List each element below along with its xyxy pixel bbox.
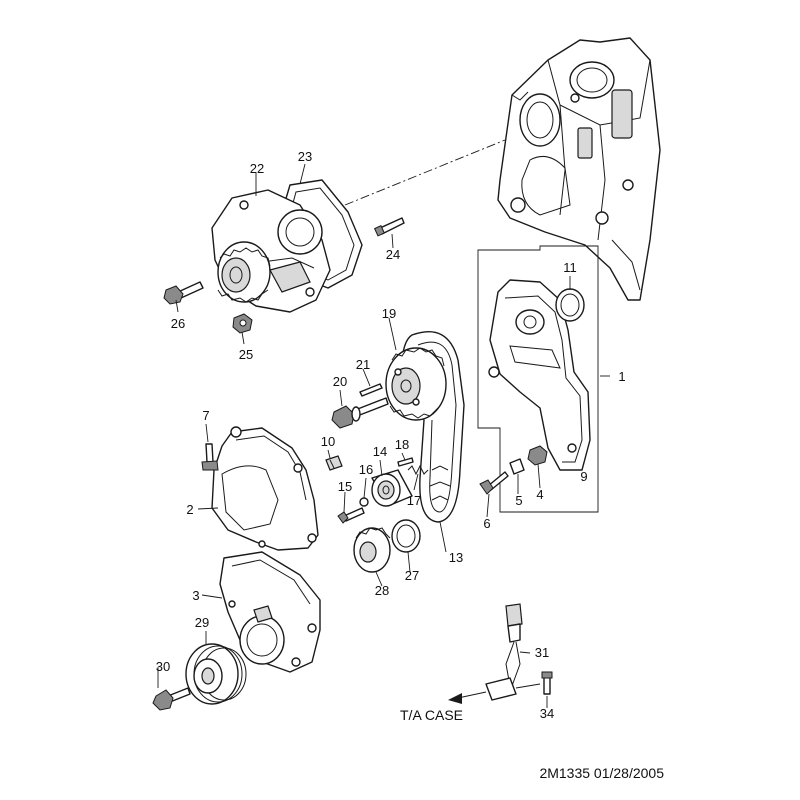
washer-16	[359, 497, 369, 507]
callout-21: 21	[356, 357, 370, 372]
callout-27: 27	[405, 568, 419, 583]
callout-24: 24	[386, 247, 400, 262]
crank-pulley-29	[185, 643, 247, 705]
oil-seal-11	[555, 288, 585, 322]
callout-26: 26	[171, 316, 185, 331]
callout-25: 25	[239, 347, 253, 362]
callout-2: 2	[186, 502, 193, 517]
drawing-footer: 2M1335 01/28/2005	[539, 765, 664, 781]
callout-13: 13	[449, 550, 463, 565]
crank-sprocket-28	[353, 527, 391, 573]
clip-10	[325, 455, 343, 471]
callout-17: 17	[407, 493, 421, 508]
callout-18: 18	[395, 437, 409, 452]
callout-15: 15	[338, 479, 352, 494]
callout-20: 20	[333, 374, 347, 389]
callout-14: 14	[373, 444, 387, 459]
callout-34: 34	[540, 706, 554, 721]
callout-23: 23	[298, 149, 312, 164]
callout-22: 22	[250, 161, 264, 176]
bolt-7	[201, 443, 219, 471]
ta-case-arrow	[448, 691, 487, 704]
callout-10: 10	[321, 434, 335, 449]
callout-31: 31	[535, 645, 549, 660]
callouts: 1 2 3 4 5 6 7 9 10 11 13 14 15 16 17 18 …	[156, 149, 626, 721]
sensor-harness-31	[485, 603, 541, 701]
bolt-20	[331, 397, 389, 429]
callout-5: 5	[515, 493, 522, 508]
ta-case-label: T/A CASE	[400, 707, 463, 723]
bolt-34	[541, 671, 553, 695]
bolt-6	[479, 471, 509, 495]
engine-block	[497, 37, 661, 301]
alignment-line	[344, 139, 506, 206]
lower-timing-cover-3	[219, 551, 321, 673]
leader-lines	[157, 163, 610, 708]
callout-28: 28	[375, 583, 389, 598]
cover-1-bracket-frame	[477, 245, 599, 513]
pin-18	[397, 457, 414, 467]
tensioner-pulley-14	[371, 469, 413, 507]
spacer-5	[509, 458, 525, 475]
spring-17	[407, 464, 429, 476]
bolt-15	[337, 507, 365, 524]
callout-4: 4	[536, 487, 543, 502]
callout-3: 3	[192, 588, 199, 603]
callout-29: 29	[195, 615, 209, 630]
rear-timing-cover	[488, 279, 591, 471]
callout-16: 16	[359, 462, 373, 477]
callout-7: 7	[202, 408, 209, 423]
flange-27	[391, 519, 421, 553]
camshaft-sprocket-19	[385, 347, 447, 421]
stud-24	[373, 217, 405, 237]
pin-21	[359, 383, 383, 397]
callout-1: 1	[618, 369, 625, 384]
callout-19: 19	[382, 306, 396, 321]
callout-6: 6	[483, 516, 490, 531]
callout-30: 30	[156, 659, 170, 674]
bolt-26	[163, 281, 204, 305]
water-pump-assembly	[211, 179, 363, 313]
nut-25	[232, 313, 253, 334]
callout-9: 9	[580, 469, 587, 484]
upper-timing-cover-2	[211, 426, 319, 551]
bolt-30	[152, 687, 191, 711]
callout-11: 11	[563, 260, 577, 275]
nut-4	[527, 445, 548, 466]
